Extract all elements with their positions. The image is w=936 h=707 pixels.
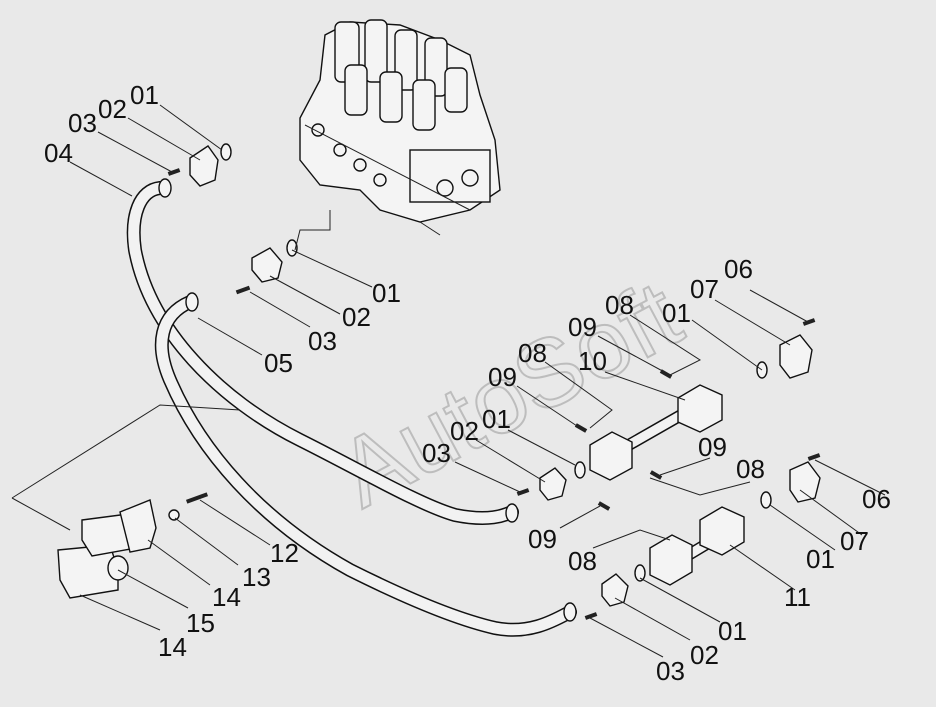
callout-14: 14 bbox=[212, 582, 241, 612]
callout-03: 03 bbox=[422, 438, 451, 468]
callout-05: 05 bbox=[264, 348, 293, 378]
callout-09: 09 bbox=[698, 432, 727, 462]
callout-02: 02 bbox=[450, 416, 479, 446]
callout-09: 09 bbox=[568, 312, 597, 342]
callout-09: 09 bbox=[488, 362, 517, 392]
bolts bbox=[167, 168, 821, 620]
callout-03: 03 bbox=[656, 656, 685, 686]
pipe-10 bbox=[589, 384, 723, 481]
callout-01: 01 bbox=[718, 616, 747, 646]
callout-labels: 01 02 03 04 01 02 03 05 06 07 01 08 09 0… bbox=[44, 80, 891, 686]
callout-01: 01 bbox=[806, 544, 835, 574]
flanges bbox=[189, 143, 821, 607]
callout-06: 06 bbox=[724, 254, 753, 284]
callout-01: 01 bbox=[372, 278, 401, 308]
callout-02: 02 bbox=[342, 302, 371, 332]
pipe-11 bbox=[649, 506, 745, 586]
callout-09: 09 bbox=[528, 524, 557, 554]
control-valve-assembly bbox=[299, 19, 501, 236]
leader-lines bbox=[11, 104, 886, 658]
callout-13: 13 bbox=[242, 562, 271, 592]
callout-11: 11 bbox=[784, 582, 811, 612]
clamp-assembly bbox=[57, 492, 209, 599]
hose-05 bbox=[154, 295, 577, 637]
hose-04 bbox=[126, 181, 519, 525]
callout-12: 12 bbox=[270, 538, 299, 568]
callout-10: 10 bbox=[578, 346, 607, 376]
callout-06: 06 bbox=[862, 484, 891, 514]
callout-02: 02 bbox=[690, 640, 719, 670]
callout-15: 15 bbox=[186, 608, 215, 638]
callout-07: 07 bbox=[690, 274, 719, 304]
callout-08: 08 bbox=[568, 546, 597, 576]
callout-04: 04 bbox=[44, 138, 73, 168]
callout-02: 02 bbox=[98, 94, 127, 124]
callout-14: 14 bbox=[158, 632, 187, 662]
callout-03: 03 bbox=[308, 326, 337, 356]
callout-01: 01 bbox=[662, 298, 691, 328]
callout-03: 03 bbox=[68, 108, 97, 138]
callout-01: 01 bbox=[482, 404, 511, 434]
callout-08: 08 bbox=[605, 290, 634, 320]
hose-fittings bbox=[158, 178, 577, 622]
callout-07: 07 bbox=[840, 526, 869, 556]
callout-08: 08 bbox=[736, 454, 765, 484]
callout-01: 01 bbox=[130, 80, 159, 110]
callout-08: 08 bbox=[518, 338, 547, 368]
